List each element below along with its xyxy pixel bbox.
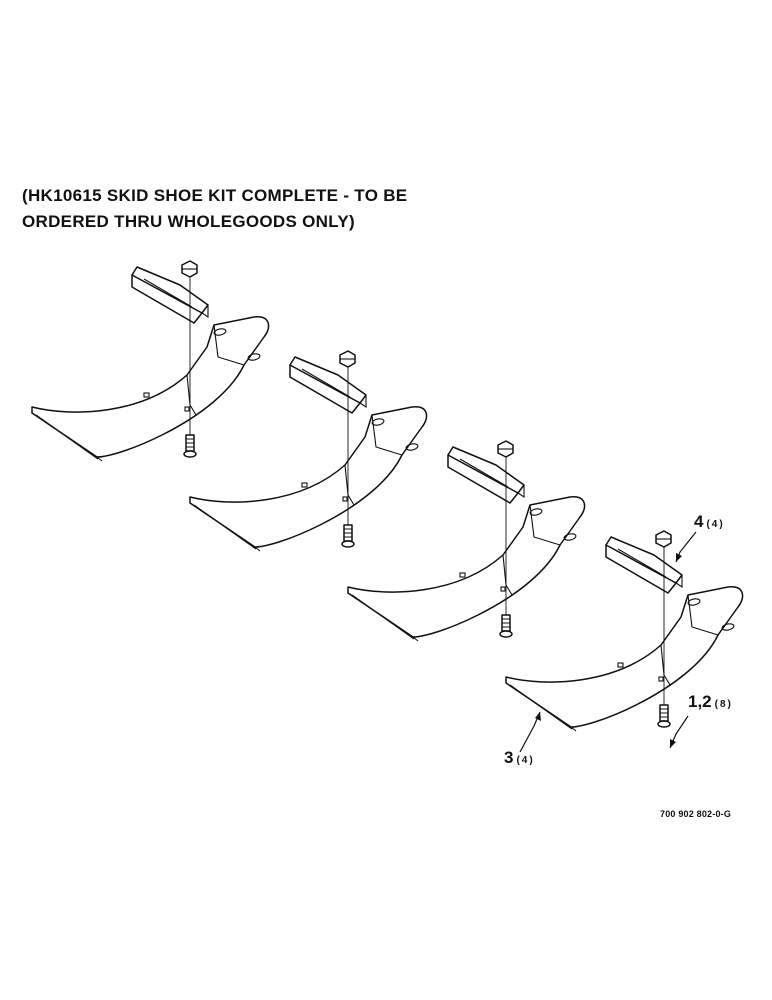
callout-item-1-2: 1,2(8) bbox=[688, 692, 733, 712]
callout-number: 3 bbox=[504, 748, 514, 767]
callout-item-3: 3(4) bbox=[504, 748, 535, 768]
leader-arrow-item-4 bbox=[676, 553, 682, 562]
drawing-number: 700 902 802-0-G bbox=[660, 809, 732, 819]
kit-title-line-2: ORDERED THRU WHOLEGOODS ONLY) bbox=[22, 212, 355, 231]
kit-title-line-1: (HK10615 SKID SHOE KIT COMPLETE - TO BE bbox=[22, 186, 408, 205]
assembly-1 bbox=[31, 260, 270, 462]
leader-arrow-item-1-2 bbox=[670, 739, 676, 748]
leader-arrow-item-3 bbox=[535, 712, 541, 721]
callout-quantity: (8) bbox=[714, 699, 733, 710]
callout-number: 4 bbox=[694, 512, 704, 531]
callout-number: 1,2 bbox=[688, 692, 712, 711]
callout-quantity: (4) bbox=[706, 519, 725, 530]
callout-quantity: (4) bbox=[516, 755, 535, 766]
callout-item-4: 4(4) bbox=[694, 512, 725, 532]
